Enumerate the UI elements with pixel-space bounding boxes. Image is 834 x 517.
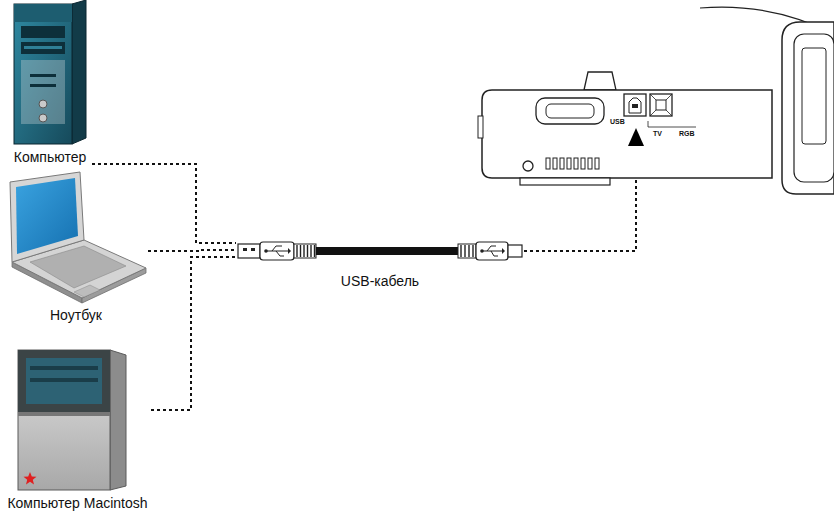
dotted-connector: [151, 257, 236, 410]
vent: [546, 158, 550, 169]
groove: [464, 245, 465, 257]
illustration-space: [4, 172, 148, 306]
port-label: TV: [653, 130, 662, 138]
port-label: RGB: [679, 130, 695, 138]
document-camera: [478, 7, 834, 194]
node-label: Ноутбук: [50, 307, 102, 324]
groove: [303, 245, 304, 257]
vent: [581, 158, 585, 169]
groove: [314, 245, 315, 257]
illustration-space: [8, 0, 92, 148]
vent: [553, 158, 557, 169]
illustration-space: [236, 236, 524, 272]
mac-node: Компьютер Macintosh: [4, 346, 151, 512]
macintosh-computer: [18, 350, 126, 490]
node-label: Компьютер Macintosh: [7, 495, 147, 512]
desktop-computer: [14, 0, 86, 144]
dotted-connector: [92, 164, 236, 243]
groove: [310, 245, 311, 257]
usb-cable: [238, 242, 522, 260]
groove: [468, 245, 469, 257]
groove: [300, 245, 301, 257]
illustration-space: [4, 346, 151, 494]
vent: [595, 158, 599, 169]
vent: [567, 158, 571, 169]
vent: [588, 158, 592, 169]
computer-node: Компьютер: [8, 0, 92, 166]
cable-node: USB-кабель: [236, 236, 524, 290]
dotted-connector: [148, 250, 236, 251]
laptop: [10, 172, 146, 303]
vent: [560, 158, 564, 169]
groove: [296, 245, 297, 257]
groove: [460, 245, 461, 257]
groove: [307, 245, 308, 257]
laptop-node: Ноутбук: [4, 172, 148, 324]
node-label: Компьютер: [14, 149, 86, 166]
port-label: USB: [610, 118, 625, 126]
vent: [574, 158, 578, 169]
groove: [472, 245, 473, 257]
node-label: USB-кабель: [341, 273, 419, 290]
